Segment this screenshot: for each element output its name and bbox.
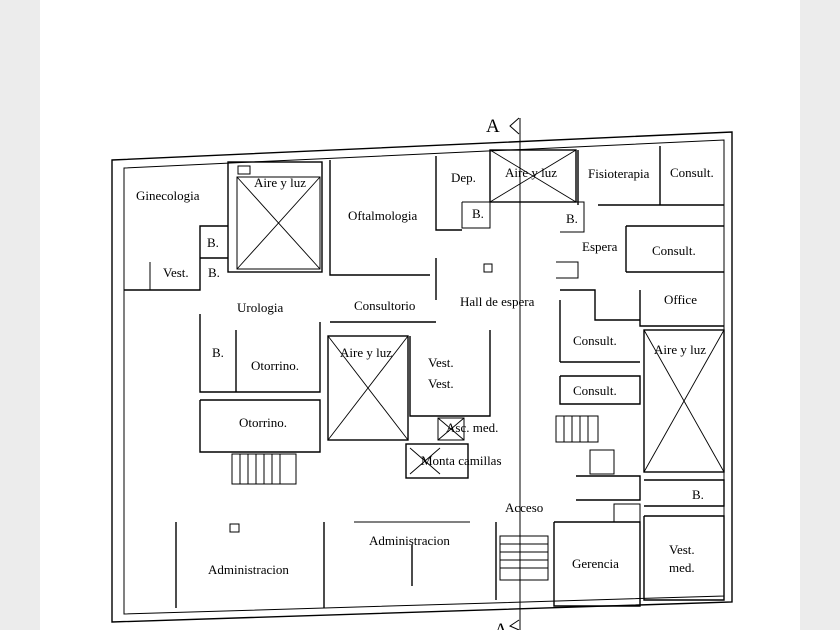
room-consultorio: Consultorio: [354, 298, 415, 313]
section-label-top: A: [486, 116, 500, 137]
room-consult-1: Consult.: [670, 165, 714, 180]
room-bano-5: B.: [212, 345, 224, 360]
lightwell-3-cross-b: [327, 335, 409, 441]
room-bano-2: B.: [566, 211, 578, 226]
room-acceso: Acceso: [505, 500, 543, 515]
wall-gerencia: [553, 521, 641, 607]
room-aire-luz-1: Aire y luz: [254, 175, 306, 190]
column-espera: [556, 261, 579, 279]
drawing-sheet: [40, 0, 800, 630]
room-ginecologia: Ginecologia: [136, 188, 200, 203]
wall-lightwell-1: [227, 161, 323, 273]
stair-right: [555, 415, 599, 443]
lightwell-1: [236, 176, 321, 270]
room-dep: Dep.: [451, 170, 476, 185]
room-aire-luz-2: Aire y luz: [505, 165, 557, 180]
outer-wall: [111, 131, 733, 623]
room-vest-med-1: Vest.: [669, 542, 695, 557]
room-fisioterapia: Fisioterapia: [588, 166, 650, 181]
room-bano-1: B.: [472, 206, 484, 221]
room-bano-6: B.: [692, 487, 704, 502]
entrance-steps: [499, 535, 549, 581]
room-espera: Espera: [582, 239, 618, 254]
room-consult-4: Consult.: [573, 383, 617, 398]
lightwell-2-cross-b: [489, 149, 577, 203]
section-label-bottom: A: [494, 620, 508, 630]
wall-otorrino-1: [199, 314, 321, 393]
wall-office: [639, 290, 724, 327]
room-monta-camillas: Monta camillas: [421, 453, 502, 468]
wall-vest-med: [643, 515, 725, 601]
room-bano-4: B.: [208, 265, 220, 280]
stair-right-3: [613, 503, 641, 523]
wall-consult-3-top: [560, 289, 640, 321]
duct-1: [237, 165, 251, 175]
section-arrow-bottom: [508, 619, 520, 630]
room-vest-2: Vest.: [428, 355, 454, 370]
lift-camillas: [405, 443, 469, 479]
wall-oftalmologia: [329, 160, 430, 276]
room-vest-3: Vest.: [428, 376, 454, 391]
room-administracion-2: Administracion: [208, 562, 289, 577]
room-consult-2: Consult.: [652, 243, 696, 258]
wall-bath-b6: [644, 479, 725, 507]
room-otorrino-2: Otorrino.: [239, 415, 287, 430]
lightwell-4-cross-b: [643, 329, 725, 473]
bath-b2: [560, 201, 585, 233]
bath-b1: [461, 201, 491, 229]
room-consult-3: Consult.: [573, 333, 617, 348]
wall-otorrino-2: [199, 399, 321, 453]
room-oftalmologia: Oftalmologia: [348, 208, 418, 223]
room-hall: Hall de espera: [460, 294, 535, 309]
lightwell-1-cross-b: [236, 176, 321, 270]
room-vest-med-2: med.: [669, 560, 695, 575]
room-urologia: Urologia: [237, 300, 283, 315]
stair-right-2: [589, 449, 615, 475]
wall-dep: [435, 156, 462, 231]
wall-lightwell-2: [489, 149, 577, 203]
room-administracion-1: Administracion: [369, 533, 450, 548]
room-gerencia: Gerencia: [572, 556, 619, 571]
room-aire-luz-4: Aire y luz: [654, 342, 706, 357]
wall-stair-right: [576, 475, 641, 501]
wall-consult-4: [559, 375, 641, 405]
wall-lightwell-3: [327, 335, 409, 441]
room-vest-1: Vest.: [163, 265, 189, 280]
section-arrow-top: [509, 117, 520, 135]
column-hall: [483, 263, 493, 273]
wall-lightwell-4: [643, 329, 725, 473]
column-admin: [229, 523, 240, 533]
wall-vest: [409, 330, 491, 417]
lift-asc: [437, 417, 465, 441]
room-aire-luz-3: Aire y luz: [340, 345, 392, 360]
room-office: Office: [664, 292, 697, 307]
room-otorrino-1: Otorrino.: [251, 358, 299, 373]
room-asc-med: Asc. med.: [446, 420, 498, 435]
room-bano-3: B.: [207, 235, 219, 250]
